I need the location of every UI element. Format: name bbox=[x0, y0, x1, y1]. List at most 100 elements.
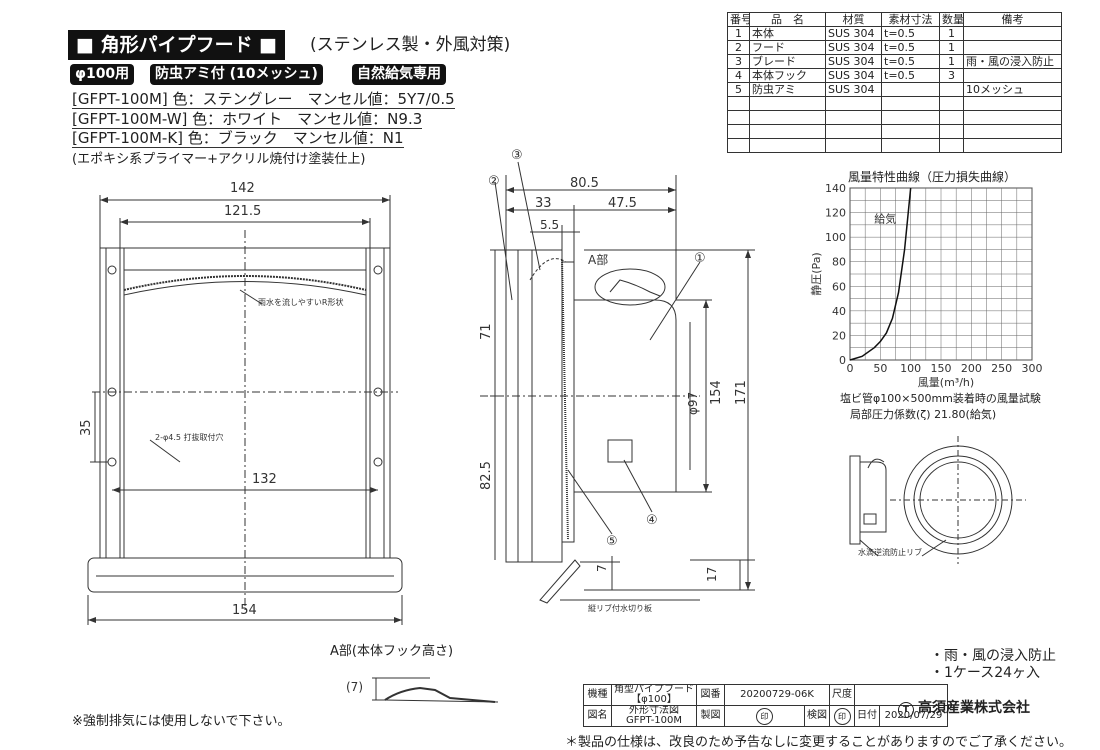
label-holes: 2-φ4.5 打抜取付穴 bbox=[155, 432, 224, 442]
chart-x-tick: 250 bbox=[991, 362, 1012, 375]
table-cell: フード bbox=[749, 40, 826, 55]
round-view bbox=[849, 436, 1026, 564]
dim-35: 35 bbox=[79, 419, 94, 436]
company-label: 高須産業株式会社 bbox=[918, 700, 1030, 716]
kishu-value-1: 角型パイプフード bbox=[614, 684, 694, 695]
callout-3: ③ bbox=[511, 148, 523, 163]
badge-mesh: 防虫アミ付 (10メッシュ) bbox=[150, 64, 323, 85]
chart-y-tick: 120 bbox=[825, 207, 846, 220]
scale-label: 尺度 bbox=[829, 684, 855, 706]
chart-y-tick: 100 bbox=[825, 231, 846, 244]
dimension-arrows bbox=[88, 187, 751, 623]
dim-5-5: 5.5 bbox=[540, 218, 559, 232]
dim-7: 7 bbox=[595, 564, 609, 572]
chart-y-tick: 80 bbox=[832, 256, 846, 269]
kishu-value-2: 【φ100】 bbox=[631, 694, 677, 705]
label-part-a: A部 bbox=[588, 252, 608, 267]
dim-71: 71 bbox=[479, 323, 494, 340]
dim-171: 171 bbox=[734, 380, 749, 405]
table-row bbox=[727, 138, 1062, 153]
side-view bbox=[480, 161, 755, 604]
chart-x-tick: 50 bbox=[873, 362, 887, 375]
table-cell bbox=[963, 138, 1062, 153]
chart-caption-2: 局部圧力係数(ζ) 21.80(給気) bbox=[850, 408, 997, 421]
date-label: 日付 bbox=[854, 705, 880, 727]
dim-17: 17 bbox=[705, 567, 719, 582]
dim-97: φ97 bbox=[686, 392, 700, 415]
table-cell: SUS 304 bbox=[825, 68, 882, 83]
zumei-value-1: 外形寸法図 bbox=[629, 705, 679, 716]
chart-y-tick: 140 bbox=[825, 182, 846, 195]
page-title: ■ 角形パイプフード ■ bbox=[68, 30, 286, 60]
spec-gray: [GFPT-100M] 色：ステングレー マンセル値：5Y7/0.5 bbox=[72, 90, 455, 109]
table-cell: 本体フック bbox=[749, 68, 826, 83]
table-cell: SUS 304 bbox=[825, 26, 882, 41]
chart-y-tick: 60 bbox=[832, 280, 846, 293]
callout-2: ② bbox=[488, 174, 500, 189]
dim-142: 142 bbox=[230, 181, 255, 196]
detail-dim-7: (7) bbox=[346, 680, 363, 694]
chart-y-label: 静圧(Pa) bbox=[809, 252, 823, 295]
chart-x-tick: 150 bbox=[931, 362, 952, 375]
dim-132: 132 bbox=[252, 472, 277, 487]
callout-4: ④ bbox=[646, 513, 658, 528]
title-block: 機種 角型パイプフード【φ100】 図番 20200729-06K 尺度 図名 … bbox=[583, 684, 948, 727]
seal-icon: 印 bbox=[756, 707, 773, 725]
table-cell: 雨・風の浸入防止 bbox=[963, 54, 1062, 69]
dim-121-5: 121.5 bbox=[224, 204, 261, 219]
dim-80-5: 80.5 bbox=[570, 176, 599, 191]
callout-5: ⑤ bbox=[606, 534, 618, 549]
exhaust-warning: ※強制排気には使用しないで下さい。 bbox=[72, 714, 291, 729]
kishu-label: 機種 bbox=[583, 684, 612, 706]
front-view bbox=[87, 195, 403, 625]
chart-x-tick: 200 bbox=[961, 362, 982, 375]
chart-y-tick: 40 bbox=[832, 305, 846, 318]
label-drip-plate: 縦リブ付水切り板 bbox=[588, 603, 652, 613]
kenzu-stamp: 印 bbox=[829, 705, 855, 727]
col-material: 材質 bbox=[825, 12, 882, 27]
detail-a bbox=[372, 677, 499, 703]
features-list: ・雨・風の浸入防止 ・1ケース24ヶ入 bbox=[930, 648, 1056, 682]
badge-size: φ100用 bbox=[70, 64, 135, 85]
badge-intake: 自然給気専用 bbox=[352, 64, 446, 85]
zumei-label: 図名 bbox=[583, 705, 612, 727]
spec-black: [GFPT-100M-K] 色：ブラック マンセル値：N1 bbox=[72, 129, 404, 148]
chart-series-line bbox=[849, 187, 912, 361]
chart-x-tick: 0 bbox=[847, 362, 854, 375]
feature-item: ・雨・風の浸入防止 bbox=[930, 648, 1056, 664]
chart-y-tick: 0 bbox=[839, 354, 846, 367]
chart-x-label: 風量(m³/h) bbox=[918, 376, 974, 389]
zuban-value: 20200729-06K bbox=[724, 684, 830, 706]
dim-33: 33 bbox=[535, 196, 552, 211]
callout-1: ① bbox=[694, 251, 706, 266]
chart-title: 風量特性曲線（圧力損失曲線） bbox=[848, 170, 1017, 184]
zumei-value-2: GFPT-100M bbox=[625, 715, 683, 726]
spec-change-note: ＊製品の仕様は、改良のため予告なしに変更することがありますのでご了承ください。 bbox=[565, 735, 1073, 750]
seizu-stamp: 印 bbox=[724, 705, 805, 727]
date-value: 2020/07/29 bbox=[879, 705, 948, 727]
table-cell: t=0.5 bbox=[881, 54, 940, 69]
chart-x-tick: 300 bbox=[1022, 362, 1043, 375]
spec-white: [GFPT-100M-W] 色：ホワイト マンセル値：N9.3 bbox=[72, 110, 423, 129]
seizu-label: 製図 bbox=[696, 705, 725, 727]
page-subtitle: (ステンレス製・外風対策) bbox=[310, 35, 511, 55]
label-backflow-rib: 水滴逆流防止リブ bbox=[858, 547, 922, 557]
finish-note: (エポキシ系プライマー+アクリル焼付け塗装仕上) bbox=[72, 152, 366, 167]
chart-x-tick: 100 bbox=[900, 362, 921, 375]
dim-154-side: 154 bbox=[709, 380, 724, 405]
company-logo-icon: T bbox=[898, 702, 914, 718]
kenzu-label: 検図 bbox=[804, 705, 830, 727]
feature-item: ・1ケース24ヶ入 bbox=[930, 665, 1041, 681]
zuban-label: 図番 bbox=[696, 684, 725, 706]
dim-47-5: 47.5 bbox=[608, 196, 637, 211]
col-qty: 数量 bbox=[939, 12, 964, 27]
chart-caption-1: 塩ビ管φ100×500mm装着時の風量試験 bbox=[840, 392, 1041, 405]
